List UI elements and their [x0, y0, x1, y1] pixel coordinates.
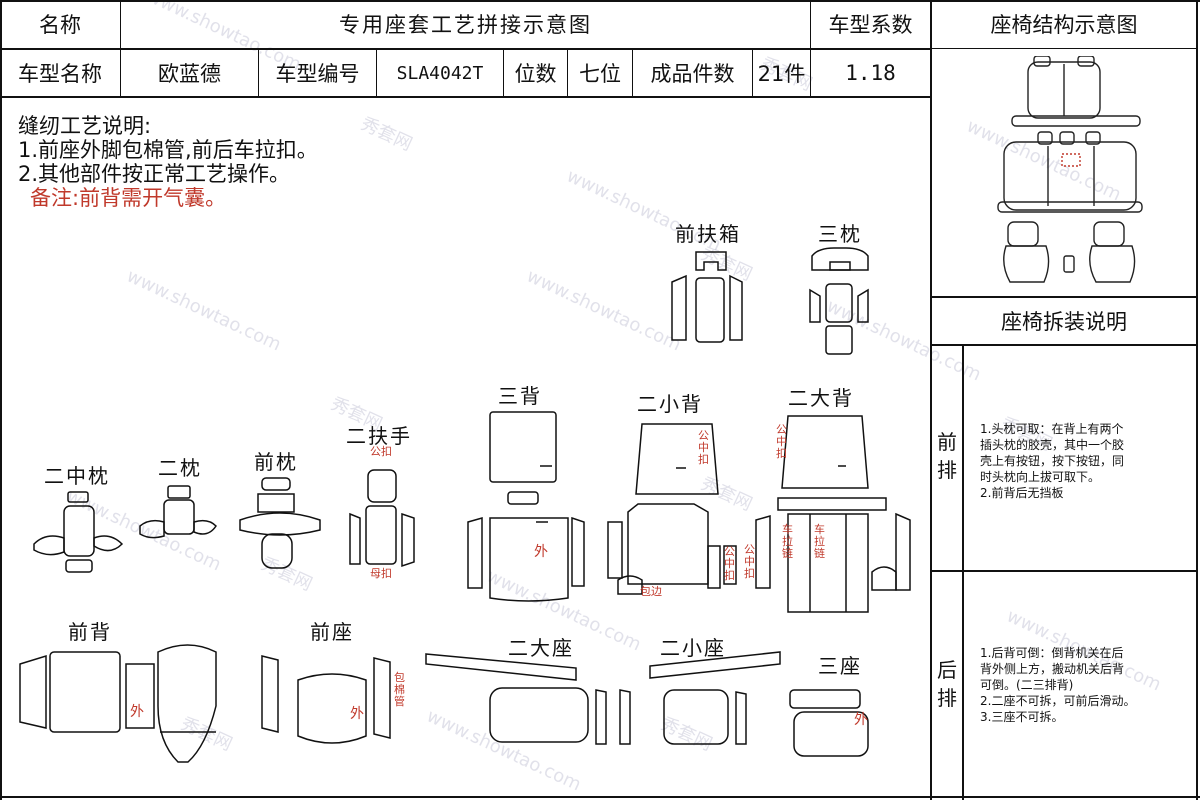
- seat-structure-illustration: [997, 56, 1143, 283]
- grid-line: [930, 344, 1198, 346]
- mark-pull-buckle: 公 中 扣: [698, 429, 709, 466]
- header-divider-1: [0, 48, 930, 50]
- part-label-third-back: 三背: [498, 384, 542, 408]
- grid-line: [503, 48, 504, 98]
- page-title: 专用座套工艺拼接示意图: [339, 13, 592, 37]
- piece-third-back: [467, 411, 585, 602]
- grid-line: [930, 570, 1198, 572]
- mark-outer: 外: [350, 706, 364, 722]
- mark-wrap-edge: 包边: [640, 585, 662, 598]
- mark-pull-buckle: 公扣: [370, 445, 392, 458]
- front-row-line: 插头枕的胶壳，其中一个胶: [980, 438, 1125, 452]
- border-top: [0, 0, 1200, 2]
- pattern-pieces: [19, 247, 911, 763]
- mark-pull-chain: 车 拉 链: [814, 523, 825, 560]
- factor-value: 1.18: [845, 61, 896, 85]
- mark-pull-buckle: 公 中 扣: [744, 543, 755, 580]
- piece-front-pillow: [239, 477, 321, 569]
- piece-second-armrest: [349, 469, 415, 568]
- mark-outer: 外: [534, 544, 548, 560]
- pieces-label: 成品件数: [650, 62, 735, 86]
- grid-line: [962, 344, 964, 800]
- part-label-front-seat: 前座: [310, 620, 354, 644]
- piece-third-pillow: [809, 247, 869, 355]
- model-code-label: 车型编号: [275, 62, 360, 86]
- piece-second-big-back: [755, 415, 911, 613]
- border-left: [0, 0, 2, 800]
- notes-heading: 缝纫工艺说明:: [18, 114, 152, 138]
- notes-item-1: 1.前座外脚包棉管,前后车拉扣。: [18, 138, 318, 162]
- rear-row-line: 可倒。(二三排背): [980, 678, 1074, 692]
- part-label-front-armbox: 前扶箱: [675, 222, 741, 246]
- mark-pull-chain: 车 拉 链: [782, 523, 793, 560]
- piece-third-seat: [789, 689, 869, 757]
- grid-line: [258, 48, 259, 98]
- rear-row-line: 背外侧上方，搬动机关后背: [980, 662, 1125, 676]
- rear-row-label: 后 排: [937, 658, 957, 710]
- notes-remark: 备注:前背需开气囊。: [30, 186, 227, 210]
- part-label-third-seat: 三座: [818, 654, 862, 678]
- sidebar-divider: [930, 0, 932, 800]
- part-label-second-armrest: 二扶手: [346, 424, 412, 448]
- part-label-second-small-back: 二小背: [637, 392, 703, 416]
- front-row-instructions: 1.头枕可取：在背上有两个插头枕的胶壳，其中一个胶壳上有按钮，按下按钮，同时头枕…: [980, 422, 1192, 502]
- piece-second-small-back: [607, 423, 737, 595]
- piece-second-small-seat: [649, 651, 781, 745]
- part-label-third-pillow: 三枕: [818, 222, 862, 246]
- part-label-second-small-seat: 二小座: [660, 636, 726, 660]
- part-label-second-mid-pillow: 二中枕: [44, 464, 110, 488]
- rear-row-line: 3.三座不可拆。: [980, 710, 1064, 724]
- mark-mother-buckle: 母扣: [370, 567, 392, 580]
- rear-row-line: 1.后背可倒：倒背机关在后: [980, 646, 1124, 660]
- front-row-label: 前 排: [937, 430, 957, 482]
- model-code: SLA4042T: [396, 62, 484, 84]
- model-name-label: 车型名称: [18, 62, 102, 86]
- grid-line: [752, 48, 753, 98]
- grid-line: [567, 48, 568, 98]
- notes-item-2: 2.其他部件按正常工艺操作。: [18, 162, 291, 186]
- disassembly-title: 座椅拆装说明: [1001, 310, 1127, 334]
- part-label-front-pillow: 前枕: [254, 450, 298, 474]
- border-right: [1196, 0, 1198, 800]
- front-row-line: 1.头枕可取：在背上有两个: [980, 422, 1124, 436]
- grid-line: [120, 0, 121, 98]
- front-row-line: 2.前背后无挡板: [980, 486, 1064, 500]
- seats-label: 位数: [514, 62, 557, 86]
- part-label-second-big-back: 二大背: [788, 386, 854, 410]
- rear-row-line: 2.二座不可拆，可前后滑动。: [980, 694, 1136, 708]
- piece-front-seat: [261, 655, 391, 744]
- part-label-second-pillow: 二枕: [158, 456, 202, 480]
- piece-second-pillow: [139, 485, 217, 539]
- rear-row-instructions: 1.后背可倒：倒背机关在后背外侧上方，搬动机关后背可倒。(二三排背) 2.二座不可…: [980, 646, 1192, 726]
- header-divider-2: [0, 96, 930, 98]
- grid-line: [810, 0, 811, 98]
- sewing-notes: 缝纫工艺说明: 1.前座外脚包棉管,前后车拉扣。 2.其他部件按正常工艺操作。 …: [18, 114, 318, 210]
- mark-outer: 外: [854, 712, 868, 728]
- name-label: 名称: [39, 13, 81, 37]
- grid-line: [932, 48, 1198, 49]
- piece-second-big-seat: [425, 653, 631, 745]
- front-row-line: 时头枕向上拔可取下。: [980, 470, 1101, 484]
- grid-line: [632, 48, 633, 98]
- piece-front-armbox: [671, 251, 743, 343]
- mark-pull-buckle: 公 中 扣: [776, 423, 787, 460]
- model-name: 欧蓝德: [158, 62, 221, 86]
- mark-wrap-pipe: 包 棉 管: [394, 671, 405, 708]
- factor-label: 车型系数: [828, 13, 913, 37]
- piece-front-back: [19, 644, 217, 763]
- border-bottom: [0, 796, 1200, 798]
- seats-value: 七位: [579, 62, 621, 86]
- piece-second-mid-pillow: [33, 491, 124, 573]
- grid-line: [930, 296, 1198, 298]
- structure-title: 座椅结构示意图: [990, 13, 1138, 37]
- part-label-second-big-seat: 二大座: [508, 636, 574, 660]
- mark-outer: 外: [130, 704, 144, 720]
- part-label-front-back: 前背: [68, 620, 112, 644]
- front-row-line: 壳上有按钮，按下按钮，同: [980, 454, 1125, 468]
- pieces-value: 21件: [757, 62, 806, 86]
- grid-line: [376, 48, 377, 98]
- mark-pull-buckle: 公 中 扣: [724, 545, 735, 582]
